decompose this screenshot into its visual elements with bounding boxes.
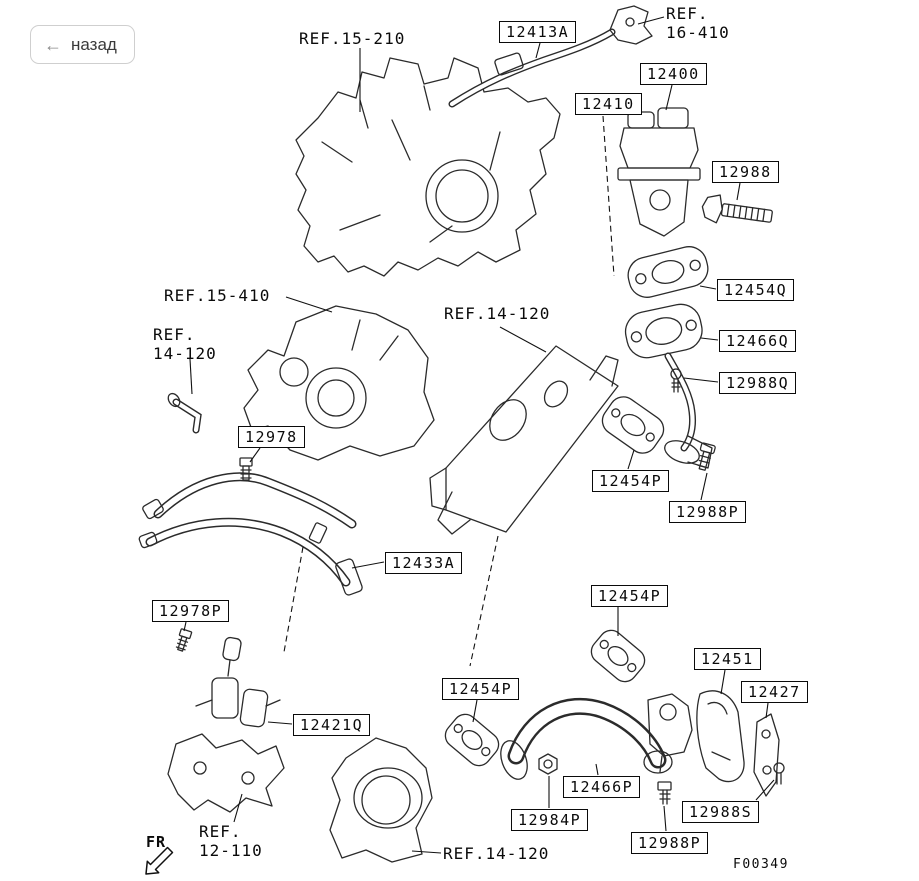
- ref-label-12-110: REF. 12-110: [199, 822, 263, 860]
- lineart-gasket-12454P-3: [444, 713, 500, 767]
- ref-label-15-210: REF.15-210: [299, 29, 406, 48]
- lineart-bracket-12-110: [167, 733, 285, 813]
- back-arrow-icon: ←: [44, 34, 62, 55]
- ref-label-16-410: REF. 16-410: [666, 4, 730, 42]
- callout-12988P-2[interactable]: 12988P: [631, 832, 709, 854]
- ref-label-15-410: REF.15-410: [164, 286, 271, 305]
- callout-12454Q[interactable]: 12454Q: [717, 279, 795, 301]
- callout-12454P-3[interactable]: 12454P: [442, 678, 520, 700]
- lineart-egr-cooler: [429, 345, 619, 535]
- lineart-intake-manifold: [295, 57, 561, 277]
- callout-12454P-1[interactable]: 12454P: [592, 470, 670, 492]
- callout-12466Q[interactable]: 12466Q: [719, 330, 797, 352]
- ref-label-14-120-bottom: REF.14-120: [443, 844, 550, 863]
- lineart-heat-shield-12451: [696, 690, 745, 783]
- lineart-solenoid-12421Q: [195, 636, 281, 728]
- figure-code: F00349: [733, 857, 789, 872]
- lineart-bracket-12427: [753, 713, 780, 797]
- lineart-bolt-12988: [701, 194, 773, 224]
- lineart-bolt-12988P-2: [657, 781, 672, 805]
- lineart-bolt-12988Q: [670, 368, 682, 393]
- lineart-gasket-12454Q: [627, 246, 709, 298]
- callout-12433A[interactable]: 12433A: [385, 552, 463, 574]
- lineart-bolt-12988S: [773, 762, 785, 785]
- lineart-bracket-16-410: [609, 5, 653, 45]
- callout-12400[interactable]: 12400: [640, 63, 707, 85]
- callout-12454P-2[interactable]: 12454P: [591, 585, 669, 607]
- lineart-pipe-12413A: [448, 28, 616, 108]
- leader-lines: [183, 16, 775, 854]
- fr-arrow-icon: [145, 846, 174, 875]
- callout-12984P[interactable]: 12984P: [511, 809, 589, 831]
- callout-12466P[interactable]: 12466P: [563, 776, 641, 798]
- lineart-fitting-12466Q: [624, 303, 703, 359]
- back-button-label: назад: [71, 34, 117, 54]
- callout-12988[interactable]: 12988: [712, 161, 779, 183]
- lineart-elbow-pipe: [167, 392, 202, 434]
- back-button[interactable]: ← назад: [30, 25, 135, 64]
- lineart-bolt-12988P-1: [697, 442, 716, 471]
- callout-12988P-1[interactable]: 12988P: [669, 501, 747, 523]
- lineart-pipe-12466P: [500, 697, 673, 780]
- lineart-gasket-12454P-1: [601, 396, 665, 454]
- lineart-nut-12984P: [538, 753, 558, 775]
- lineart-bolt-12978P: [175, 628, 193, 652]
- ref-label-14-120-left: REF. 14-120: [153, 325, 217, 363]
- callout-12421Q[interactable]: 12421Q: [293, 714, 371, 736]
- callout-12988Q[interactable]: 12988Q: [719, 372, 797, 394]
- lineart-pipe-housing: [647, 693, 693, 773]
- callout-12988S[interactable]: 12988S: [682, 801, 760, 823]
- callout-12410[interactable]: 12410: [575, 93, 642, 115]
- callout-12451[interactable]: 12451: [694, 648, 761, 670]
- fr-direction-label: FR: [146, 833, 167, 851]
- callout-12978P[interactable]: 12978P: [152, 600, 230, 622]
- lineart-egr-valve-12400: [617, 107, 701, 237]
- lineart-turbocharger: [243, 305, 435, 461]
- callout-12978[interactable]: 12978: [238, 426, 305, 448]
- lineart-lower-engine: [329, 737, 433, 863]
- lineart-bolt-12978: [239, 457, 253, 481]
- callout-12413A[interactable]: 12413A: [499, 21, 577, 43]
- ref-label-14-120-center: REF.14-120: [444, 304, 551, 323]
- callout-12427[interactable]: 12427: [741, 681, 808, 703]
- lineart-gasket-12454P-2: [590, 629, 646, 683]
- lineart-hose-assembly-12433A: [138, 472, 363, 596]
